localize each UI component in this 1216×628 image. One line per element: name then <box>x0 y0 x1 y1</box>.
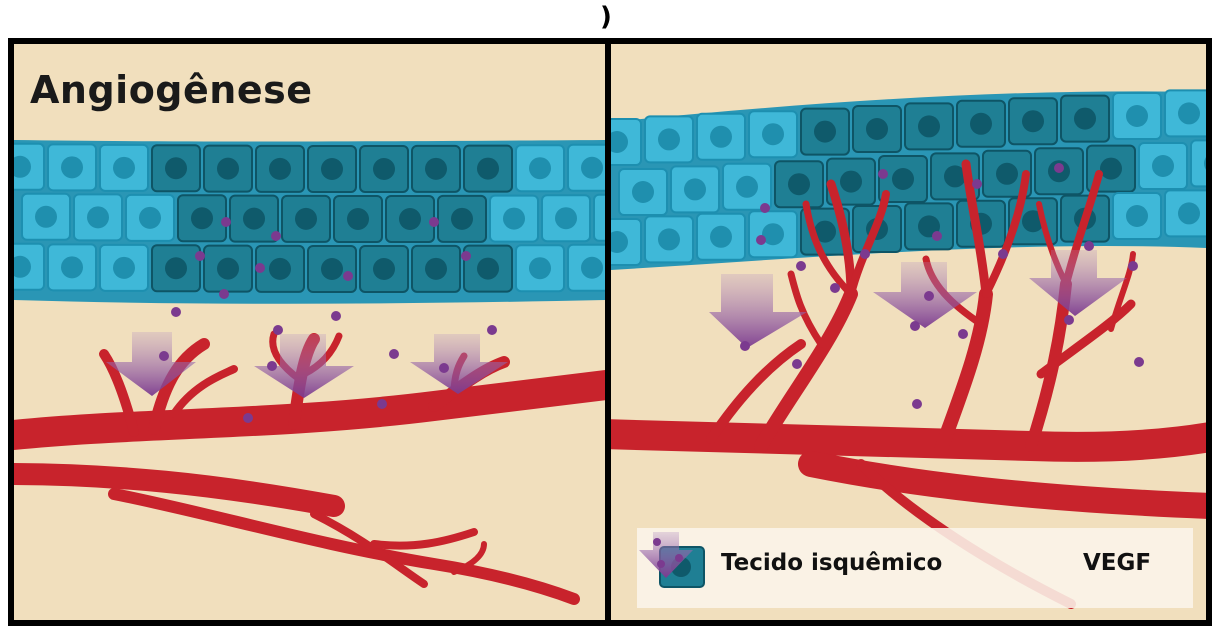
cell-nucleus <box>477 258 499 280</box>
cell-nucleus <box>87 206 109 228</box>
cell-nucleus <box>1074 108 1096 130</box>
cell-nucleus <box>425 258 447 280</box>
cell-nucleus <box>425 158 447 180</box>
cell-nucleus <box>970 113 992 135</box>
cell-nucleus <box>555 207 577 229</box>
cell-nucleus <box>529 157 551 179</box>
cell-nucleus <box>581 257 603 279</box>
cell-nucleus <box>1022 110 1044 132</box>
left-panel: Angiogênese <box>8 38 608 626</box>
cell-nucleus <box>866 118 888 140</box>
cell-nucleus <box>321 258 343 280</box>
cell-nucleus <box>269 158 291 180</box>
cell-nucleus <box>710 226 732 248</box>
cell-nucleus <box>165 157 187 179</box>
cell-nucleus <box>451 208 473 230</box>
panel-title: Angiogênese <box>30 68 312 112</box>
cell-nucleus <box>399 208 421 230</box>
cell-nucleus <box>736 176 758 198</box>
cell-nucleus <box>710 126 732 148</box>
cell-nucleus <box>217 158 239 180</box>
cell-nucleus <box>996 163 1018 185</box>
cell-nucleus <box>840 171 862 193</box>
vegf-arrow-icon <box>637 528 695 584</box>
cell-nucleus <box>373 158 395 180</box>
cell-nucleus <box>529 257 551 279</box>
cell-nucleus <box>321 158 343 180</box>
cell-nucleus <box>581 157 603 179</box>
cell-nucleus <box>1152 155 1174 177</box>
cell-nucleus <box>165 257 187 279</box>
legend-label-ischemic: Tecido isquêmico <box>721 550 942 576</box>
cell-nucleus <box>217 258 239 280</box>
cell-nucleus <box>373 258 395 280</box>
cell-nucleus <box>1178 202 1200 224</box>
legend-label-vegf: VEGF <box>1083 550 1151 576</box>
cell-nucleus <box>269 258 291 280</box>
cell-nucleus <box>788 173 810 195</box>
cell-nucleus <box>632 181 654 203</box>
left-illustration <box>14 44 605 620</box>
cell-nucleus <box>61 256 83 278</box>
right-panel: Tecido isquêmico VEGF <box>608 38 1212 626</box>
cell-nucleus <box>1126 205 1148 227</box>
cell-nucleus <box>191 207 213 229</box>
cell-nucleus <box>61 156 83 178</box>
cell-nucleus <box>113 257 135 279</box>
legend: Tecido isquêmico VEGF <box>637 528 1193 608</box>
cell-nucleus <box>295 208 317 230</box>
ischemic-tissue-band <box>611 90 1206 270</box>
figure-mark: ) <box>600 2 612 32</box>
cell-nucleus <box>1126 105 1148 127</box>
cell-nucleus <box>503 208 525 230</box>
cell-nucleus <box>477 158 499 180</box>
cell-nucleus <box>814 121 836 143</box>
cell-nucleus <box>658 228 680 250</box>
tissue-cell <box>1191 140 1206 186</box>
cell-nucleus <box>1100 158 1122 180</box>
vegf-arrow <box>1029 250 1127 316</box>
cell-nucleus <box>347 208 369 230</box>
cell-nucleus <box>1178 102 1200 124</box>
cell-nucleus <box>762 123 784 145</box>
cell-nucleus <box>113 157 135 179</box>
cell-nucleus <box>892 168 914 190</box>
cell-nucleus <box>35 206 57 228</box>
cell-nucleus <box>243 208 265 230</box>
cell-nucleus <box>918 115 940 137</box>
tissue-cell <box>594 195 605 241</box>
cell-nucleus <box>139 207 161 229</box>
cell-nucleus <box>658 128 680 150</box>
ischemic-tissue-band <box>14 140 605 304</box>
cell-nucleus <box>684 178 706 200</box>
